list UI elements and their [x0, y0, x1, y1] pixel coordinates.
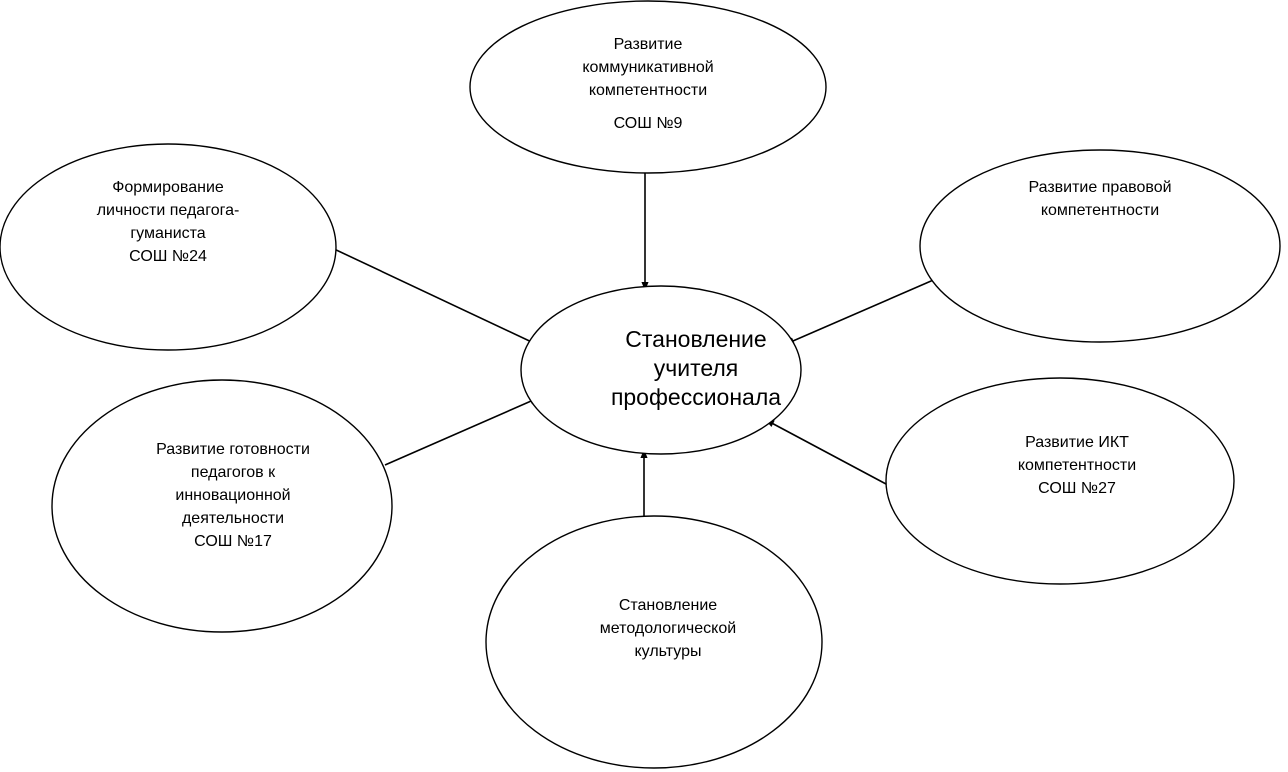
arrow-right-to-center [785, 277, 939, 345]
node-bottom-right [885, 377, 1235, 585]
node-bottom-left-label: Развитие готовности педагогов к инноваци… [156, 441, 310, 550]
node-top [469, 0, 827, 174]
arrow-topleft-to-center [314, 239, 539, 346]
node-right-label: Развитие правовой компетентности [1028, 179, 1172, 219]
node-bottom [485, 515, 823, 769]
node-top-left [0, 143, 337, 351]
node-bottom-left [51, 379, 393, 633]
node-center [520, 285, 802, 455]
node-top-label: Развитие коммуникативной компетентности … [582, 36, 714, 132]
arrow-bottomright-to-center [765, 419, 887, 485]
node-bottom-right-label: Развитие ИКТ компетентности СОШ №27 [1017, 434, 1137, 497]
arrow-bottomleft-to-center [384, 397, 539, 466]
node-center-label: Становление учителя профессионала [610, 326, 782, 410]
node-bottom-label: Становление методологической культуры [599, 597, 737, 660]
node-top-left-label: Формирование личности педагога- гуманист… [96, 179, 240, 265]
node-right [919, 149, 1281, 343]
